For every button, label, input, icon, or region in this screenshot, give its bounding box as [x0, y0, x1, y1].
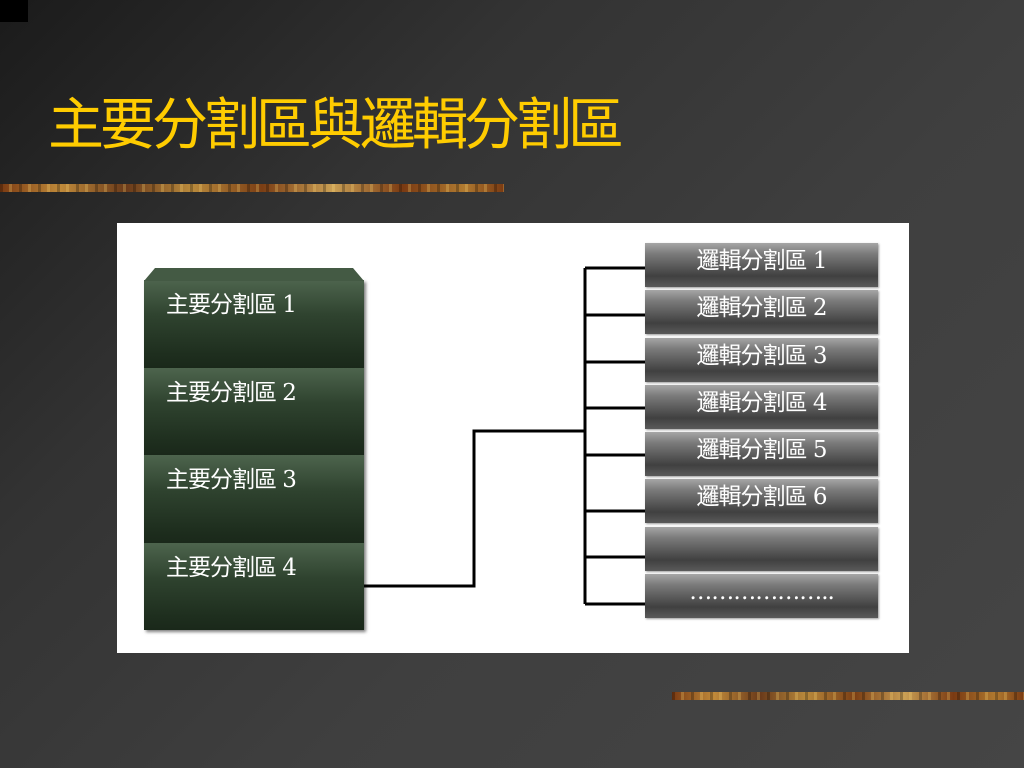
corner-mark [0, 0, 28, 22]
primary-partition-2: 主要分割區 2 [144, 367, 364, 455]
decorative-stripe-top [0, 184, 504, 192]
logical-partition-more: ……………….. [645, 574, 878, 619]
logical-partition-4: 邏輯分割區 4 [645, 384, 878, 429]
connector-primary-4 [364, 429, 585, 588]
logical-partition-3: 邏輯分割區 3 [645, 337, 878, 382]
primary-partition-3: 主要分割區 3 [144, 455, 364, 543]
primary-partition-4: 主要分割區 4 [144, 542, 364, 630]
primary-partition-stack: 主要分割區 1 主要分割區 2 主要分割區 3 主要分割區 4 [144, 268, 364, 630]
partition-diagram: 主要分割區 1 主要分割區 2 主要分割區 3 主要分割區 4 邏輯分割區 1 … [117, 223, 909, 653]
logical-partition-6: 邏輯分割區 6 [645, 479, 878, 524]
decorative-stripe-bottom [672, 692, 1024, 700]
slide-title: 主要分割區與邏輯分割區 [48, 93, 624, 158]
stack-cap [144, 268, 364, 281]
logical-partition-7 [645, 526, 878, 571]
logical-partition-5: 邏輯分割區 5 [645, 432, 878, 477]
logical-partition-2: 邏輯分割區 2 [645, 290, 878, 335]
logical-partition-1: 邏輯分割區 1 [645, 243, 878, 287]
primary-partition-1: 主要分割區 1 [144, 280, 364, 368]
logical-partition-list: 邏輯分割區 1 邏輯分割區 2 邏輯分割區 3 邏輯分割區 4 邏輯分割區 5 … [645, 243, 878, 621]
connector-lines [364, 266, 645, 606]
